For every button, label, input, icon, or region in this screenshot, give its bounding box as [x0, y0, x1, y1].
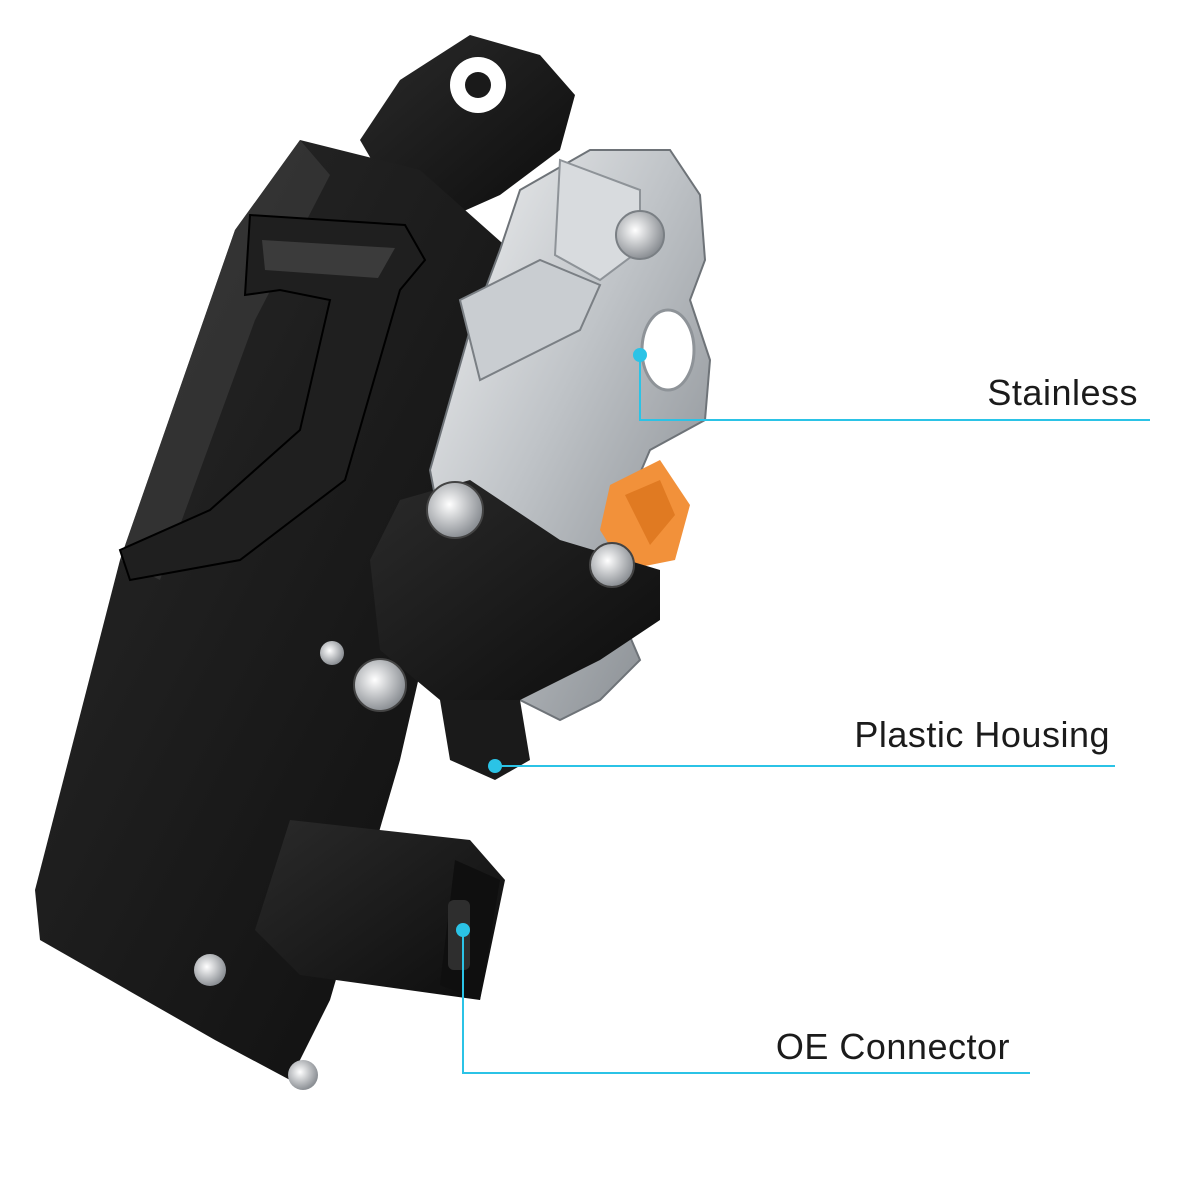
callout-line-stainless: [639, 355, 1150, 421]
callout-dot-oe-connector: [456, 923, 470, 937]
callout-line-oe-connector: [462, 930, 1030, 1074]
callout-dot-plastic-housing: [488, 759, 502, 773]
oe-connector-label: OE Connector: [775, 1026, 1010, 1067]
grip-handle: [118, 213, 427, 582]
stainless-label: Stainless: [987, 372, 1138, 413]
oe-connector-body: [255, 820, 505, 1000]
callout-dot-stainless: [633, 348, 647, 362]
main-housing: [35, 140, 510, 1080]
plastic-housing-label: Plastic Housing: [854, 714, 1110, 755]
stainless-ring-hole: [640, 308, 696, 392]
plastic-housing-tab: [440, 700, 530, 780]
